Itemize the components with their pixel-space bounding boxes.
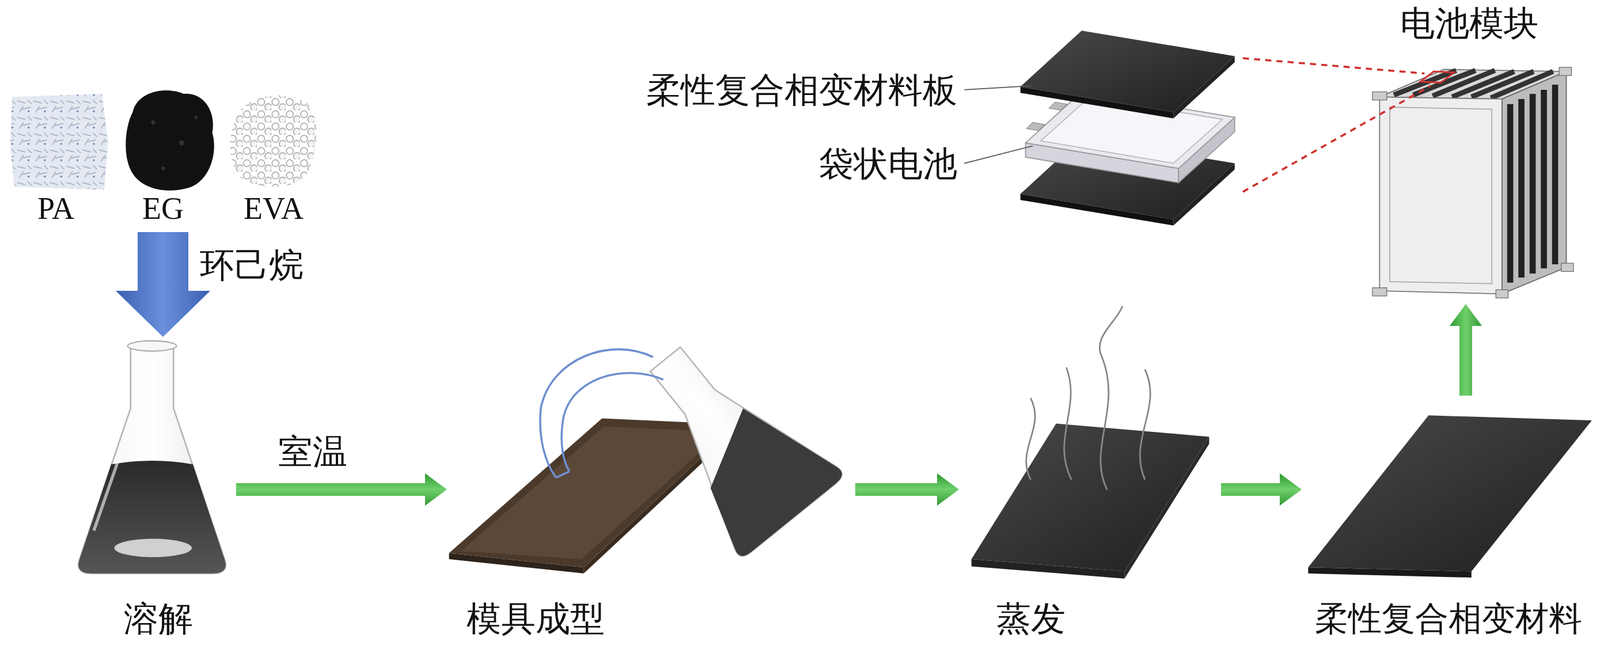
stage-label: 柔性复合相变材料: [1314, 598, 1583, 640]
stage-label: 电池模块: [1400, 2, 1539, 44]
stage-label: 模具成型: [466, 597, 605, 640]
composite-sheet: [1307, 415, 1592, 578]
condition-label: 环己烷: [199, 244, 304, 286]
process-stage: 模具成型: [449, 311, 847, 640]
pour-stream: [540, 349, 664, 479]
process-arrow: [115, 232, 211, 337]
pouring-flask: [613, 317, 846, 560]
stage-label: 溶解: [123, 597, 193, 640]
part-label: 袋状电池: [819, 142, 958, 185]
stage-label: EG: [142, 190, 184, 228]
graphite-sample: [125, 90, 214, 191]
process-stage: 蒸发: [967, 299, 1213, 640]
process-arrow: [1449, 304, 1482, 396]
process-stage: EVA: [225, 86, 321, 228]
paraffin-sample: [10, 93, 109, 191]
eva-sample: [230, 95, 317, 188]
part-label: 柔性复合相变材料板: [646, 69, 958, 111]
graphite-texture: [150, 115, 198, 170]
zoom-line: [1242, 58, 1431, 192]
mold-tray: [449, 418, 738, 574]
process-stage: 柔性复合相变材料: [1306, 410, 1594, 640]
process-arrow: [236, 473, 447, 506]
process-stage: 溶解: [67, 336, 222, 640]
condition-label: 室温: [278, 430, 348, 473]
exploded-cell: [1020, 30, 1235, 226]
stage-label: PA: [37, 190, 75, 228]
stage-label: 蒸发: [996, 597, 1066, 640]
leader-line: [964, 85, 1033, 164]
process-stage: 电池模块: [1365, 2, 1580, 300]
steam: [1026, 306, 1151, 491]
process-stage: PA: [5, 86, 113, 228]
drying-sheet: [971, 423, 1210, 579]
process-arrow: [855, 473, 959, 506]
process-stage: EG: [123, 86, 219, 228]
flask: [78, 340, 226, 574]
stage-label: EVA: [243, 190, 304, 228]
process-arrow: [1221, 473, 1302, 506]
